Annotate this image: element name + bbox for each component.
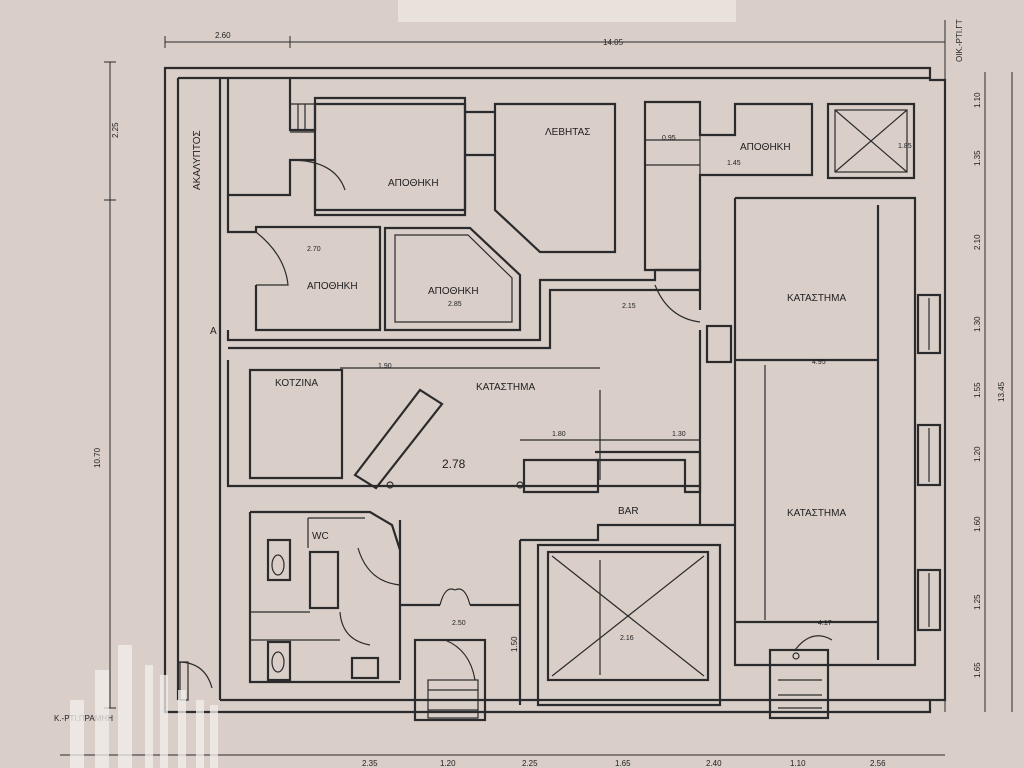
dim-bottom-seg: 1.20 — [440, 759, 456, 768]
dim-inner: 4.17 — [818, 620, 832, 627]
label-wc: WC — [312, 531, 329, 542]
title-strip — [398, 0, 736, 22]
watermark-logo — [70, 645, 218, 768]
dim-bottom-seg: 2.56 — [870, 759, 886, 768]
dim-bottom-seg: 1.10 — [790, 759, 806, 768]
dim-right-seg: 1.55 — [973, 382, 982, 398]
dim-right-seg: 1.30 — [973, 316, 982, 332]
dim-bottom-seg: 1.65 — [615, 759, 631, 768]
dim-inner: 2.70 — [307, 246, 321, 253]
dim-inner: 2.85 — [448, 301, 462, 308]
middle-storage — [226, 195, 702, 350]
dim-right-seg: 1.35 — [973, 150, 982, 166]
dim-top-left: 2.60 — [215, 31, 231, 40]
dim-right-seg: 1.25 — [973, 594, 982, 610]
dim-inner: 1.45 — [727, 160, 741, 167]
dim-bottom-seg: 2.40 — [706, 759, 722, 768]
dim-top-total: 14.05 — [603, 38, 624, 47]
dim-right-seg: 2.10 — [973, 234, 982, 250]
dim-bottom-seg: 2.35 — [362, 759, 378, 768]
label-akalyptos: ΑΚΑΛΥΠΤΟΣ — [192, 130, 203, 190]
top-rooms — [226, 78, 916, 272]
label-apothiki-right-top: ΑΠΟΘΗΚΗ — [740, 142, 791, 153]
outer-walls — [163, 66, 947, 714]
dim-right-seg: 1.10 — [973, 92, 982, 108]
dim-inner: 1.85 — [898, 143, 912, 150]
label-levitas: ΛΕΒΗΤΑΣ — [545, 127, 590, 138]
dim-inner: 1.80 — [552, 431, 566, 438]
label-street-right: ΟΙΚ.-ΡΤΙ.ΓΤ — [955, 19, 964, 62]
label-kouzina: ΚΟΤΖΙΝΑ — [275, 378, 318, 389]
central-area — [226, 360, 702, 494]
label-point-a: A — [210, 326, 217, 337]
dim-left-top: 2.25 — [111, 122, 120, 138]
dimension-lines — [60, 20, 1013, 756]
bar-and-lift — [518, 523, 722, 707]
dim-inner: 4.95 — [812, 359, 826, 366]
dim-inner: 1.90 — [378, 363, 392, 370]
dim-inner: 2.15 — [622, 303, 636, 310]
label-apothiki-mid: ΑΠΟΘΗΚΗ — [428, 286, 479, 297]
right-shop — [698, 196, 942, 667]
label-katastima-center: ΚΑΤΑΣΤΗΜΑ — [476, 382, 535, 393]
label-katastima-right-top: ΚΑΤΑΣΤΗΜΑ — [787, 293, 846, 304]
dim-right-seg: 1.65 — [973, 662, 982, 678]
dim-inner: 1.30 — [672, 431, 686, 438]
dimension-labels: 2.60 14.05 2.25 10.70 2.78 13.45 1.50 1.… — [93, 31, 1006, 768]
wc-area — [248, 510, 520, 684]
dim-inner: 2.50 — [452, 620, 466, 627]
dim-right-total: 13.45 — [997, 381, 1006, 402]
dim-inner: 0.95 — [662, 135, 676, 142]
label-apothiki-mid-left: ΑΠΟΘΗΚΗ — [307, 281, 358, 292]
dim-inner: 2.16 — [620, 635, 634, 642]
dim-bottom-seg: 2.25 — [522, 759, 538, 768]
label-bar: BAR — [618, 506, 639, 517]
dim-left-total: 10.70 — [93, 447, 102, 468]
room-labels: ΑΚΑΛΥΠΤΟΣ ΑΠΟΘΗΚΗ ΛΕΒΗΤΑΣ ΑΠΟΘΗΚΗ ΑΠΟΘΗΚ… — [192, 127, 846, 542]
dim-right-seg: 1.60 — [973, 516, 982, 532]
dim-right-seg: 1.20 — [973, 446, 982, 462]
label-apothiki-top: ΑΠΟΘΗΚΗ — [388, 178, 439, 189]
label-katastima-right-bottom: ΚΑΤΑΣΤΗΜΑ — [787, 508, 846, 519]
dim-center-main: 2.78 — [442, 457, 466, 471]
dim-wc-stair: 1.50 — [510, 636, 519, 652]
